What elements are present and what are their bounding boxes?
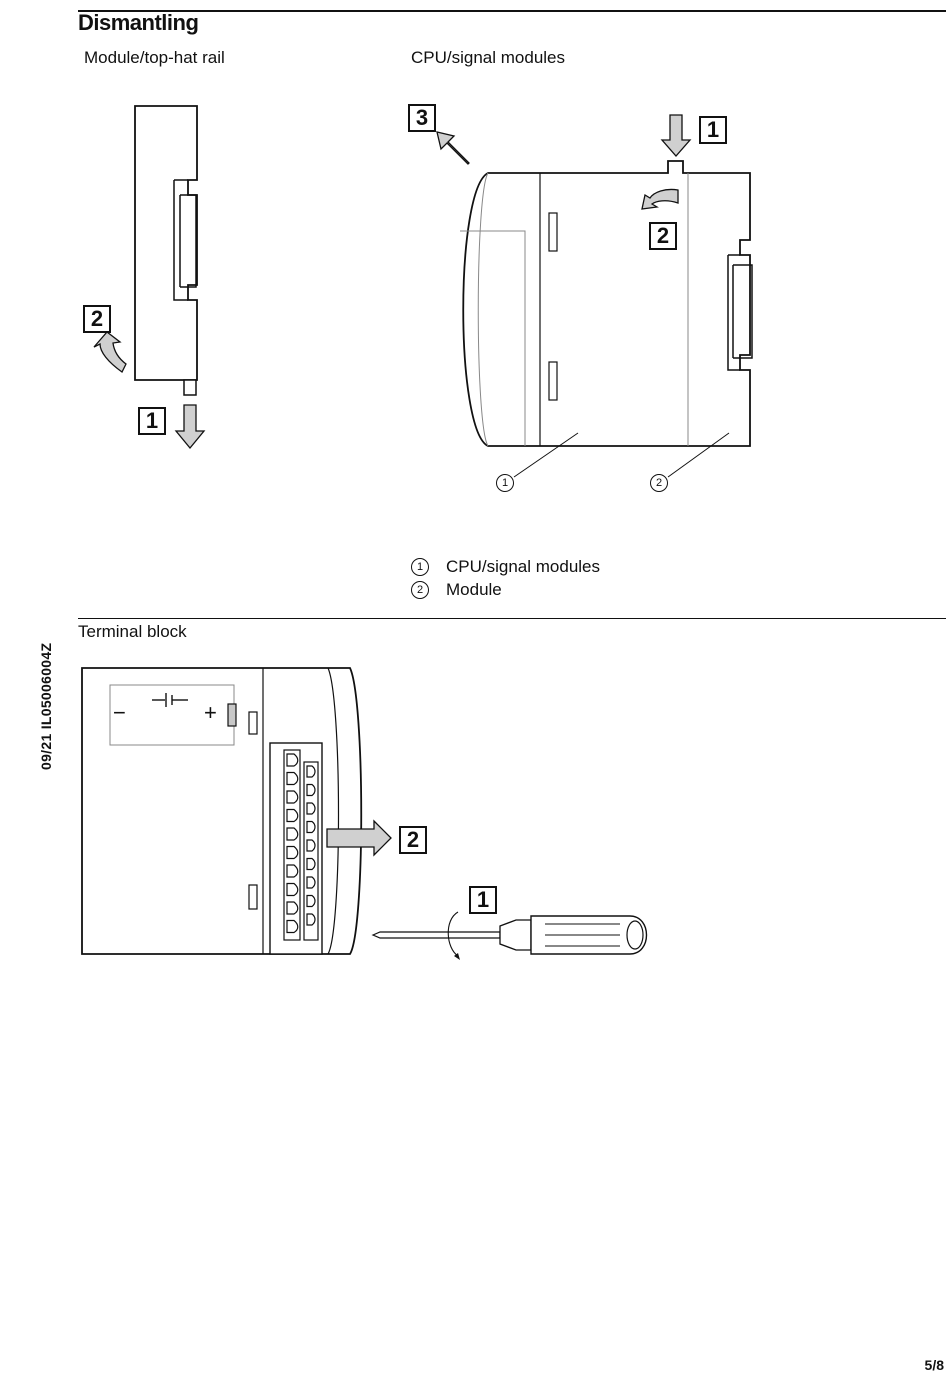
- step-box-module-1: 1: [138, 407, 166, 435]
- terminal-screw: [306, 894, 316, 908]
- terminal-block-diagram: [81, 667, 648, 960]
- terminal-screw: [306, 765, 316, 778]
- callout-1: 1: [496, 474, 514, 492]
- step-box-cpu-1: 1: [699, 116, 727, 144]
- legend-text-2: Module: [446, 580, 502, 599]
- terminal-screw: [306, 783, 316, 797]
- legend-item-2: 2 Module: [411, 580, 502, 600]
- terminal-screw: [306, 857, 316, 871]
- callout-2: 2: [650, 474, 668, 492]
- step-box-terminal-2: 2: [399, 826, 427, 854]
- battery-minus-sign: −: [113, 700, 126, 725]
- terminal-screw: [306, 820, 316, 834]
- terminal-screw: [306, 913, 316, 926]
- terminal-screw: [306, 839, 316, 852]
- section-label-terminal-block: Terminal block: [78, 622, 187, 641]
- step-box-terminal-1: 1: [469, 886, 497, 914]
- terminal-clamp: [286, 771, 299, 786]
- page-number: 5/8: [924, 1357, 944, 1373]
- step-box-cpu-3: 3: [408, 104, 436, 132]
- section-divider: [78, 618, 946, 619]
- section-label-cpu-signal: CPU/signal modules: [411, 48, 566, 67]
- legend-text-1: CPU/signal modules: [446, 557, 601, 576]
- terminal-clamp: [286, 808, 299, 823]
- step-box-module-2: 2: [83, 305, 111, 333]
- terminal-clamp: [286, 790, 299, 804]
- terminal-clamp: [286, 845, 299, 860]
- top-rule: [78, 10, 946, 12]
- document-code: 09/21 IL05006004Z: [38, 642, 54, 770]
- terminal-clamp: [286, 864, 299, 878]
- legend-num-2: 2: [411, 581, 429, 599]
- terminal-screw: [306, 802, 316, 815]
- terminal-screw: [306, 876, 316, 889]
- battery-plus-sign: +: [204, 700, 217, 725]
- terminal-clamp: [286, 882, 299, 897]
- module-rail-diagram: [93, 105, 206, 450]
- terminal-clamp: [286, 919, 299, 934]
- terminal-clamp: [286, 753, 299, 767]
- section-label-module-rail: Module/top-hat rail: [84, 48, 225, 67]
- step-box-cpu-2: 2: [649, 222, 677, 250]
- legend-item-1: 1 CPU/signal modules: [411, 557, 600, 577]
- page-title: Dismantling: [78, 10, 199, 35]
- terminal-clamp: [286, 901, 299, 915]
- cpu-signal-diagram: [436, 114, 753, 478]
- terminal-clamp: [286, 827, 299, 841]
- legend-num-1: 1: [411, 558, 429, 576]
